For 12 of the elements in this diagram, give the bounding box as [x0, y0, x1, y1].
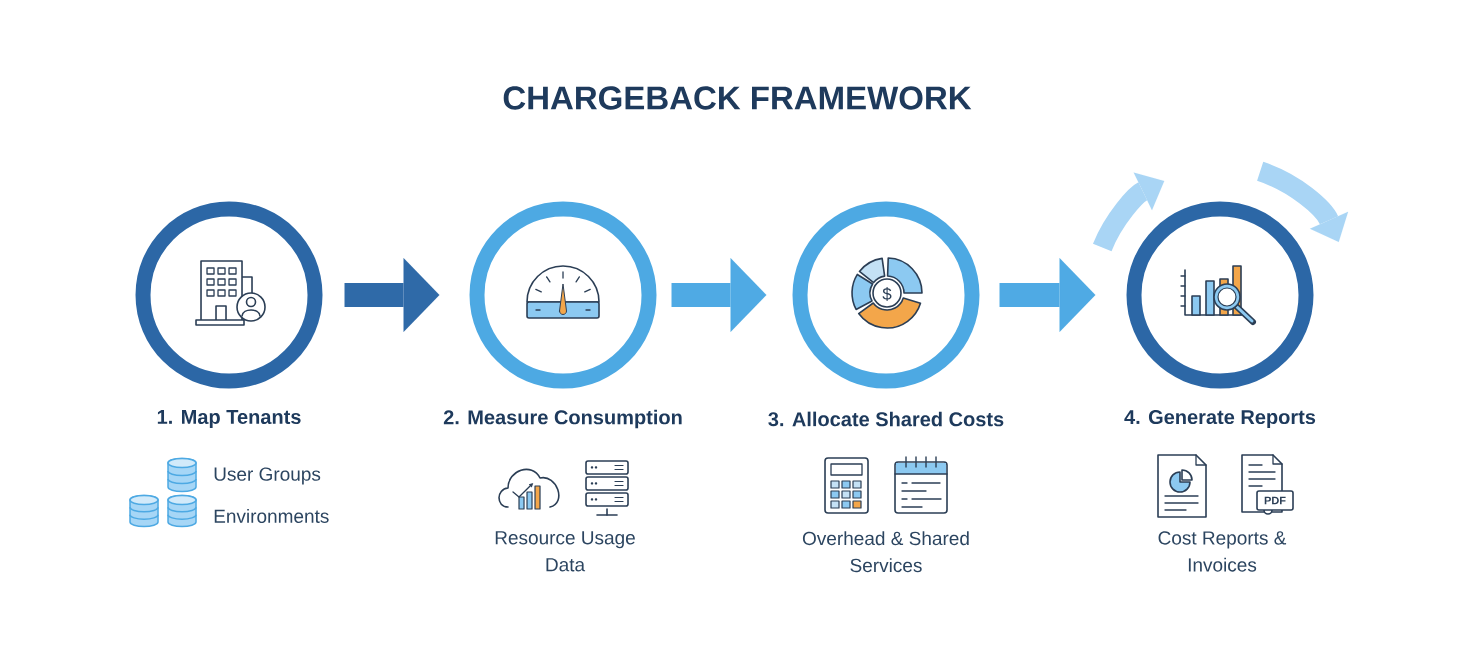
item-label: User Groups [214, 467, 321, 485]
item-label: Cost Reports & Invoices [1158, 531, 1287, 572]
step-heading: 3. Allocate Shared Costs [768, 411, 1004, 427]
item-label: Environments [214, 509, 329, 523]
item-label: Resource Usage Data [495, 531, 635, 572]
step-heading: 1. Map Tenants [157, 410, 301, 428]
item-label: Overhead & Shared Services [802, 531, 969, 573]
file-type-label: PDF [1264, 496, 1286, 505]
title: CHARGEBACK FRAMEWORK [503, 86, 972, 110]
step-heading: 2. Measure Consumption [443, 409, 682, 429]
dollar-sign: $ [882, 287, 892, 301]
step-heading: 4. Generate Reports [1124, 409, 1316, 429]
